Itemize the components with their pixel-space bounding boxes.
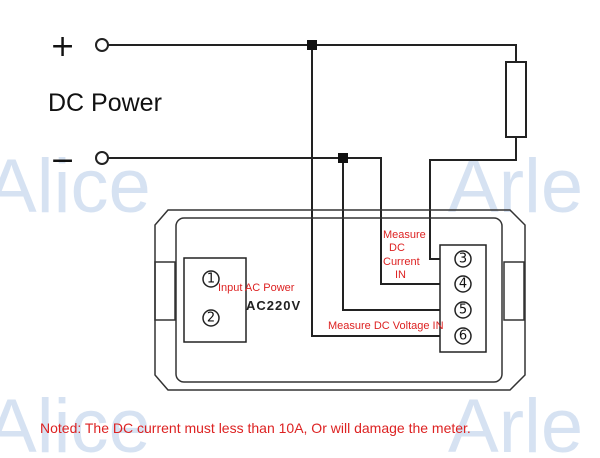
- terminal-1-label: 1: [207, 272, 215, 287]
- ac220v-label: AC220V: [246, 298, 301, 313]
- minus-terminal-icon: [95, 151, 109, 165]
- resistor-load-icon: [505, 61, 527, 138]
- measure-dc-voltage-label: Measure DC Voltage IN: [328, 320, 444, 332]
- negative-wire: [108, 157, 444, 285]
- terminal-6-icon: [454, 327, 472, 345]
- terminal-1-icon: [202, 270, 220, 288]
- voltage-negative-sense-wire: [342, 158, 444, 311]
- dc-power-title: DC Power: [48, 89, 162, 117]
- terminal-4-label: 4: [459, 277, 467, 292]
- meter-housing: [154, 209, 526, 391]
- left-clip: [154, 261, 176, 321]
- terminal-2-label: 2: [207, 311, 215, 326]
- plus-terminal-sign: +: [50, 29, 75, 64]
- measure-current-line-1: Measure: [383, 229, 426, 241]
- right-clip: [503, 261, 525, 321]
- load-return-wire: [429, 137, 517, 260]
- junction-dot-positive: [307, 40, 317, 50]
- terminal-6-label: 6: [459, 329, 467, 344]
- terminal-4-icon: [454, 275, 472, 293]
- measure-current-line-4: IN: [395, 269, 406, 281]
- measure-current-line-2: DC: [389, 242, 405, 254]
- input-ac-power-label: Input AC Power: [218, 282, 295, 294]
- voltage-positive-sense-wire: [311, 45, 444, 337]
- terminal-3-icon: [454, 250, 472, 268]
- watermark-bottom-left: Alice: [0, 384, 151, 458]
- positive-wire: [108, 44, 517, 62]
- watermark-bottom-right: Arle: [448, 384, 583, 458]
- watermark-top-left: Alice: [0, 144, 151, 229]
- terminal-2-icon: [202, 309, 220, 327]
- plus-terminal-icon: [95, 38, 109, 52]
- measure-dc-current-label: Measure DC Current IN: [383, 229, 426, 281]
- measure-current-line-3: Current: [383, 256, 420, 268]
- minus-terminal-sign: −: [50, 143, 75, 178]
- wires: [108, 44, 517, 337]
- terminal-5-icon: [454, 301, 472, 319]
- terminal-5-label: 5: [459, 303, 467, 318]
- junction-dot-negative: [338, 153, 348, 163]
- terminal-3-label: 3: [459, 252, 467, 267]
- warning-note: Noted: The DC current must less than 10A…: [40, 420, 471, 436]
